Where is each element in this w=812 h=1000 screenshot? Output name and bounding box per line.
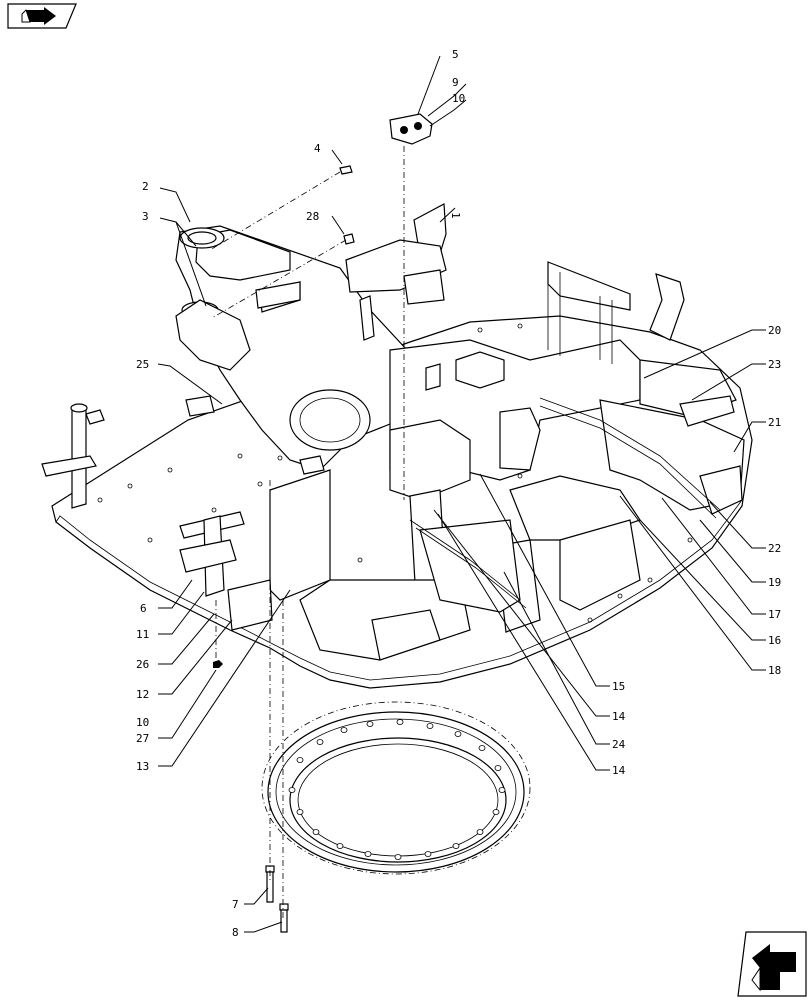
callout-16: 16 [768, 634, 781, 647]
callout-10-bottom: 10 [136, 716, 149, 729]
callout-22: 22 [768, 542, 781, 555]
prev-page-arrow-icon[interactable] [7, 3, 77, 29]
callout-25: 25 [136, 358, 149, 371]
bearing-bolt-holes [288, 719, 506, 860]
callout-labels: 1 2 3 4 5 6 7 8 9 10 10 11 12 13 14 14 1… [136, 48, 781, 939]
upper-frame-assembly [41, 203, 753, 689]
callout-2: 2 [142, 180, 149, 193]
left-post-assembly [41, 403, 273, 631]
callout-8: 8 [232, 926, 239, 939]
callout-20: 20 [768, 324, 781, 337]
callout-26: 26 [136, 658, 149, 671]
plate-holes [97, 323, 723, 623]
callout-28: 28 [306, 210, 319, 223]
callout-15: 15 [612, 680, 625, 693]
callout-13: 13 [136, 760, 149, 773]
callout-7: 7 [232, 898, 239, 911]
callout-1: 1 [449, 212, 462, 219]
callout-5: 5 [452, 48, 459, 61]
pin-4 [339, 165, 353, 175]
callout-9: 9 [452, 76, 459, 89]
callout-27: 27 [136, 732, 149, 745]
callout-3: 3 [142, 210, 149, 223]
callout-6: 6 [140, 602, 147, 615]
callout-14-lower: 14 [612, 764, 626, 777]
pin-28 [343, 233, 355, 245]
callout-18: 18 [768, 664, 781, 677]
callout-14-upper: 14 [612, 710, 626, 723]
leader-lines [157, 55, 766, 933]
callout-19: 19 [768, 576, 781, 589]
swing-bearing [261, 701, 531, 875]
clamp-5 [389, 113, 433, 145]
next-page-arrow-icon[interactable] [737, 931, 807, 997]
callout-23: 23 [768, 358, 781, 371]
callout-21: 21 [768, 416, 781, 429]
callout-24: 24 [612, 738, 626, 751]
callout-12: 12 [136, 688, 149, 701]
callout-10-top: 10 [452, 92, 465, 105]
callout-4: 4 [314, 142, 321, 155]
callout-11: 11 [136, 628, 149, 641]
nut-27 [213, 660, 223, 668]
callout-17: 17 [768, 608, 781, 621]
bolt-8 [279, 903, 289, 933]
